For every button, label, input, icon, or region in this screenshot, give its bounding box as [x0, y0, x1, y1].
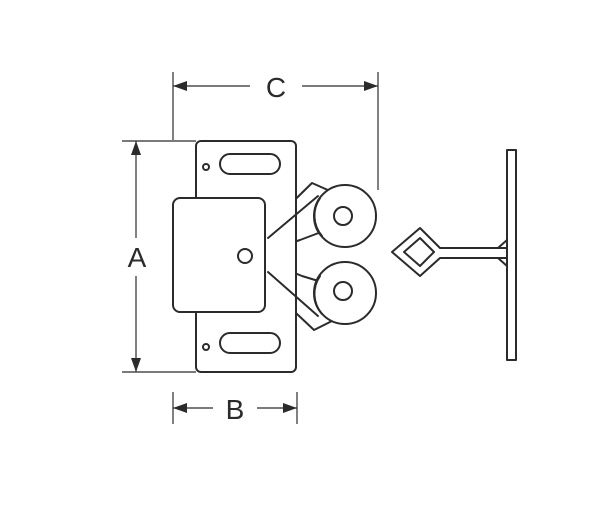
b-arrowhead-right — [283, 403, 297, 413]
b-arrowhead-left — [173, 403, 187, 413]
strike-diamond-loop — [391, 227, 508, 277]
upper-roller — [313, 184, 377, 248]
lower-roller-edge — [313, 275, 323, 315]
lower-roller — [313, 261, 377, 325]
c-arrowhead-right — [364, 81, 378, 91]
upper-roller-edge — [313, 197, 323, 237]
dimension-a: A — [122, 140, 196, 373]
dimension-b: B — [172, 392, 298, 425]
dimension-label-a: A — [128, 242, 147, 273]
upper-arm-fold — [267, 195, 319, 239]
mounting-slot-bottom — [219, 332, 281, 354]
a-arrowhead-bottom — [131, 358, 141, 372]
dimension-c: C — [172, 72, 379, 190]
mounting-slot-top — [219, 153, 281, 175]
dimension-label-c: C — [266, 72, 286, 103]
lower-roller-axle — [333, 281, 353, 301]
catch-body — [172, 140, 377, 373]
screw-hole-bottom — [202, 343, 210, 351]
strike-plate — [391, 149, 517, 361]
strike-bend-top — [497, 239, 508, 249]
housing-pivot-hole — [237, 248, 253, 264]
housing-block — [172, 197, 266, 313]
strike-mounting-bar — [506, 149, 517, 361]
strike-diamond-inner — [403, 237, 435, 267]
upper-roller-axle — [333, 206, 353, 226]
screw-hole-top — [202, 163, 210, 171]
dimension-label-b: B — [226, 394, 245, 425]
a-arrowhead-top — [131, 141, 141, 155]
c-arrowhead-left — [173, 81, 187, 91]
lower-arm-fold — [267, 271, 319, 317]
strike-bend-bottom — [497, 257, 508, 267]
